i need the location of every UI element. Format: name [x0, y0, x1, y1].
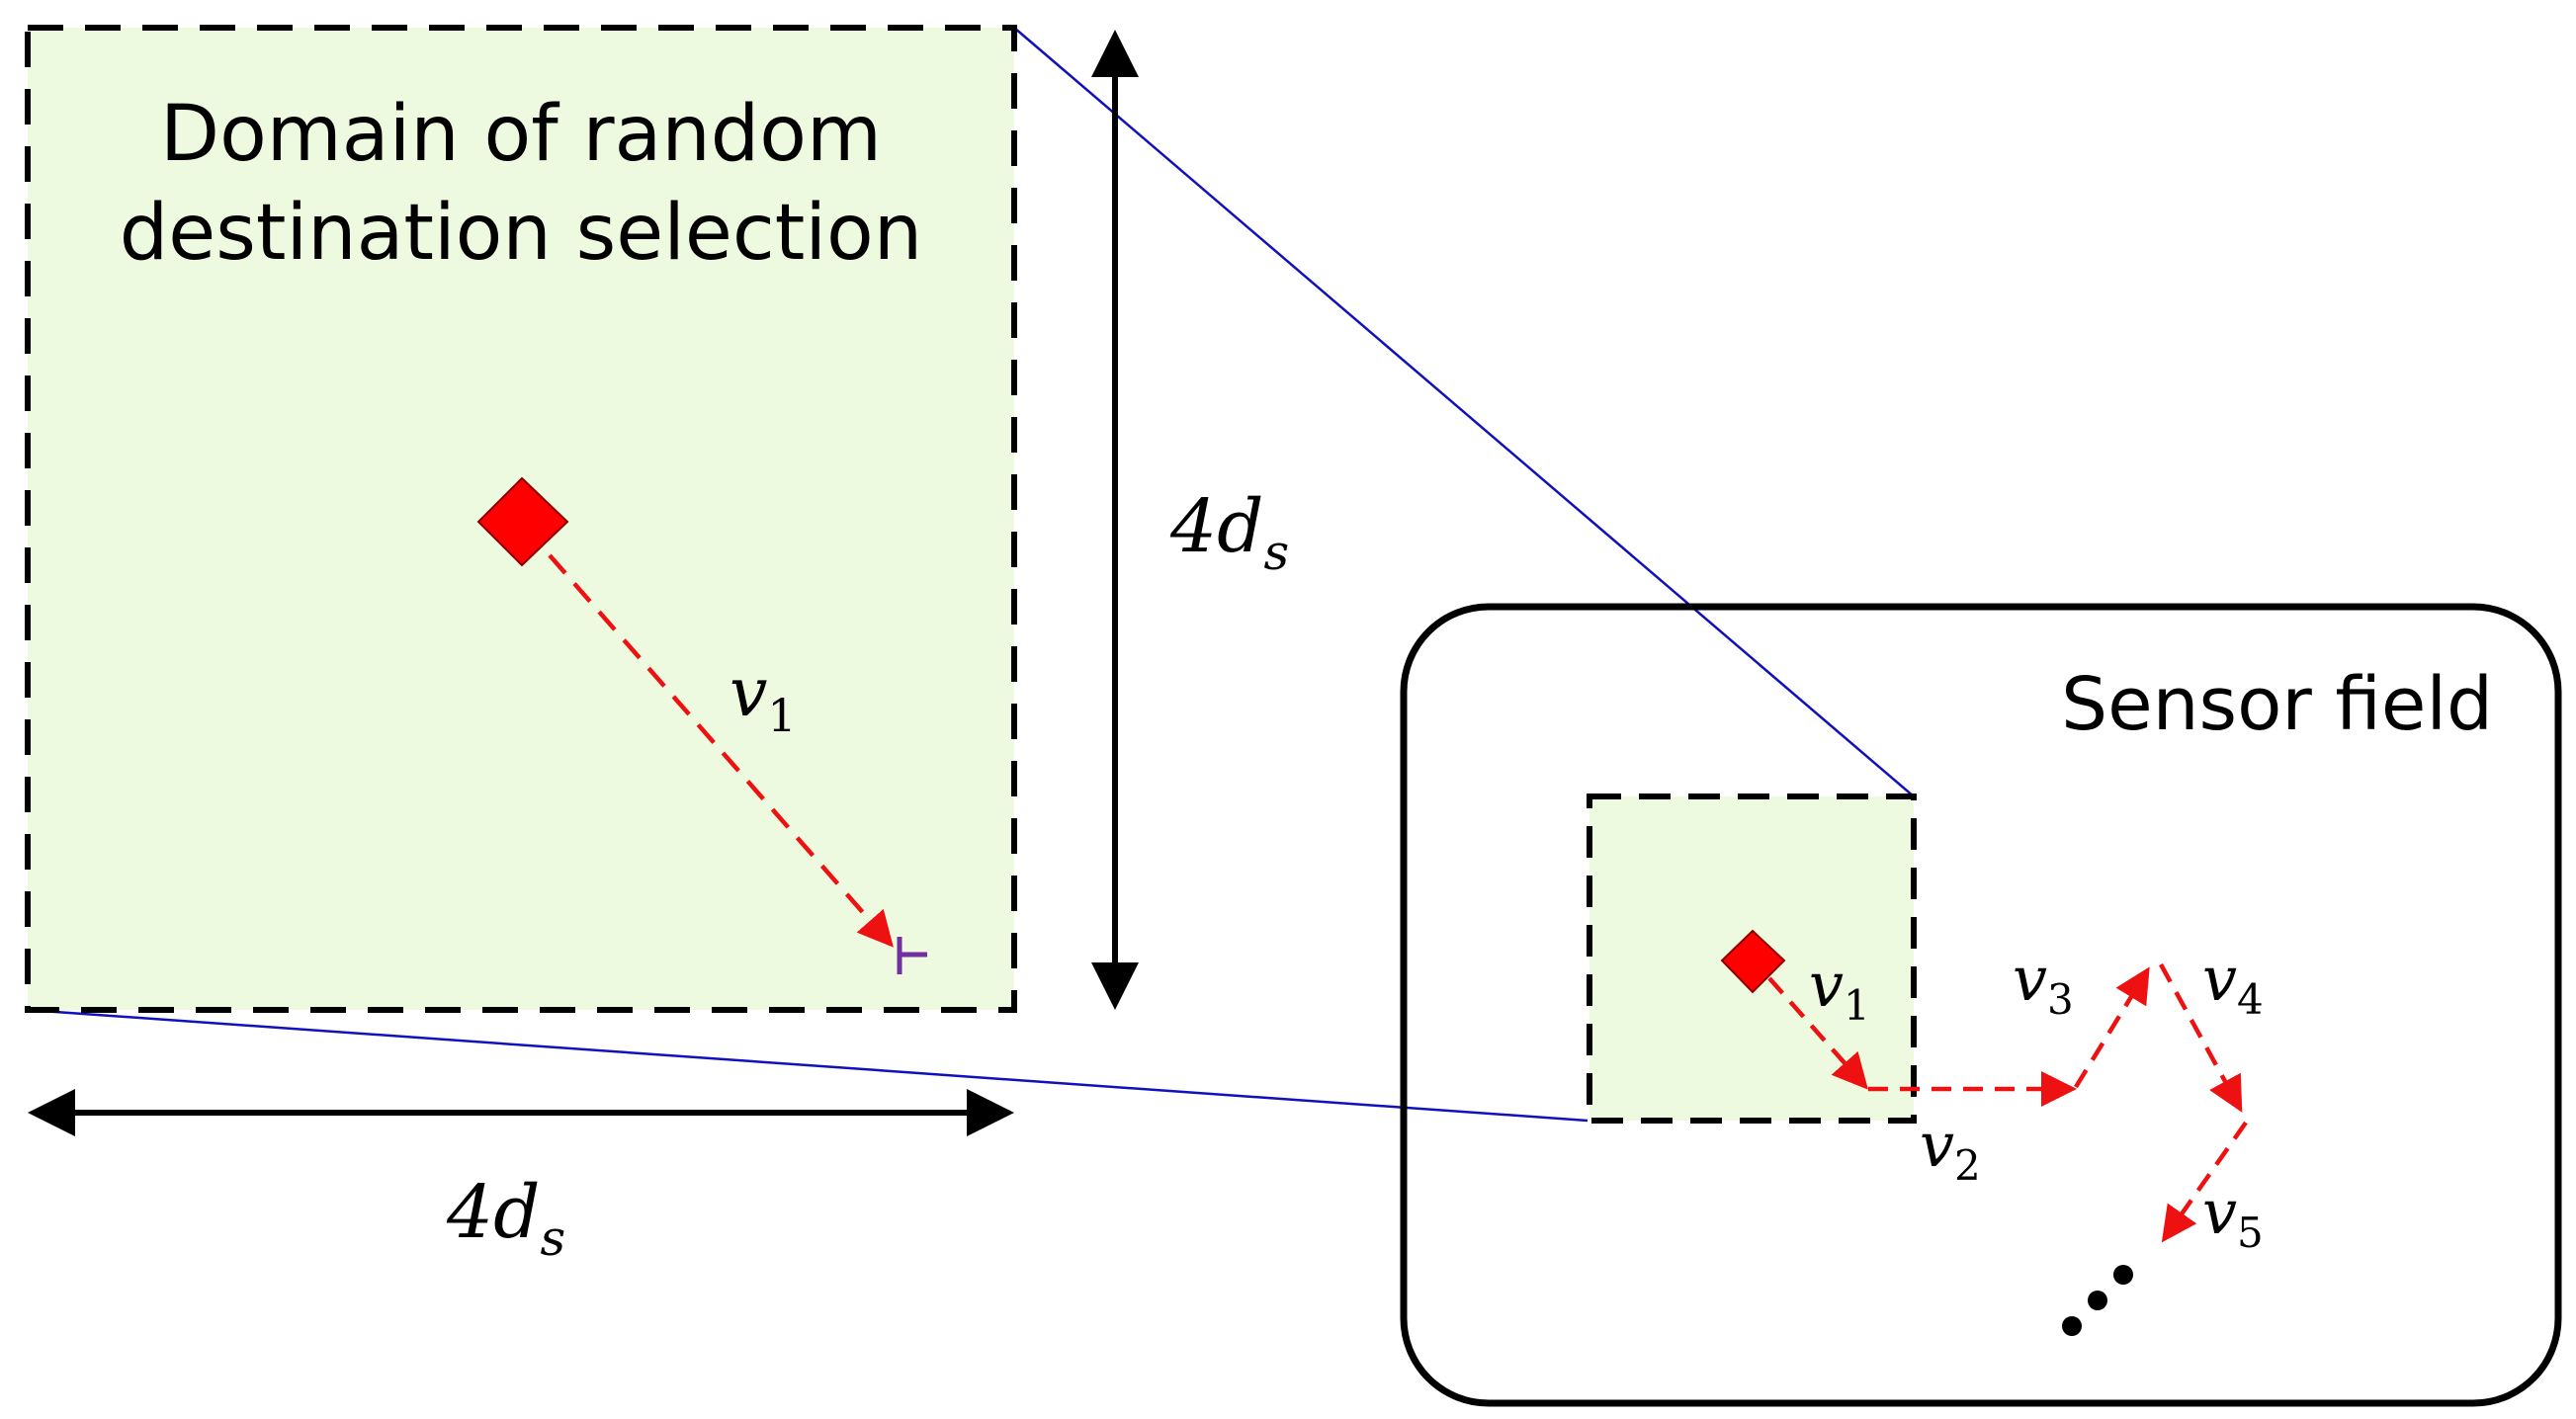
velocity-label-v1-large: v1 [730, 654, 797, 742]
domain-title-line1: Domain of random [160, 90, 882, 179]
velocity-label-v5: v5 [2202, 1176, 2264, 1257]
velocity-label-v2: v2 [1920, 1109, 1981, 1190]
domain-title-line2: destination selection [120, 189, 922, 278]
zoom-line-top [1013, 27, 1915, 797]
velocity-label-v1: v1 [1809, 949, 1870, 1030]
sensor-field-label: Sensor field [2061, 662, 2493, 747]
destination-plus-icon [897, 937, 927, 974]
velocity-arrow-v4 [2159, 962, 2243, 1113]
zoom-line-bottom [27, 1008, 1589, 1123]
sensor-field-box [1400, 603, 2562, 1407]
vertical-dimension-label: 4ds [1169, 484, 1289, 581]
horizontal-dimension-label: 4ds [446, 1170, 565, 1267]
velocity-label-v4: v4 [2202, 943, 2264, 1024]
velocity-arrow-v3 [2074, 966, 2150, 1089]
velocity-arrow-v1 [1767, 976, 1868, 1090]
velocity-arrow-v5 [2161, 1121, 2248, 1243]
ellipsis-dots-icon [2062, 1265, 2133, 1336]
node-diamond-small-icon [1720, 929, 1786, 994]
velocity-arrow-v1-large [548, 553, 894, 948]
velocity-label-v3: v3 [2013, 943, 2074, 1024]
node-diamond-icon [476, 476, 569, 567]
